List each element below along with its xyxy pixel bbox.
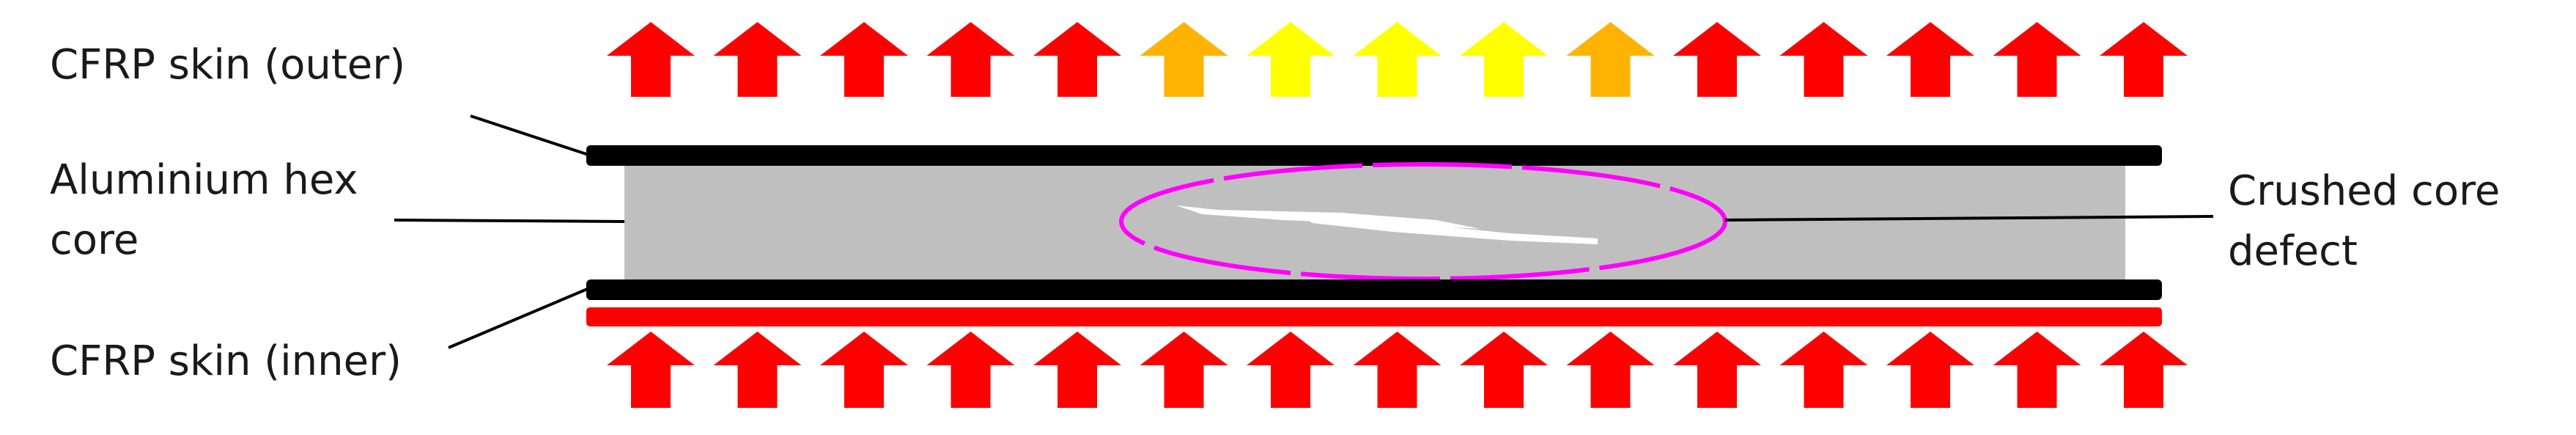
up-arrow-icon (1779, 22, 1868, 97)
up-arrow-icon (1673, 332, 1761, 408)
core-label-line-1: Aluminium hex (50, 156, 358, 204)
up-arrow-icon (1566, 22, 1655, 97)
inner-skin-label: CFRP skin (inner) (50, 332, 402, 392)
up-arrow-icon (1673, 22, 1761, 97)
up-arrow-icon (1033, 332, 1121, 408)
outer-skin-layer (586, 145, 2162, 166)
up-arrow-icon (1993, 332, 2081, 408)
up-arrow-icon (1460, 22, 1548, 97)
outer-skin-label-text: CFRP skin (outer) (50, 41, 406, 89)
inner-skin-leader-line (448, 286, 591, 349)
defect-leader-line (1724, 215, 2214, 222)
up-arrow-icon (713, 332, 802, 408)
up-arrow-icon (1886, 22, 1974, 97)
up-arrow-icon (607, 22, 695, 97)
up-arrow-icon (1460, 332, 1548, 408)
up-arrow-icon (926, 22, 1015, 97)
up-arrow-icon (2100, 22, 2188, 97)
core-label: Aluminium hex core (50, 150, 358, 271)
defect-label-line-2: defect (2228, 227, 2358, 275)
core-leader-line (394, 219, 625, 223)
up-arrow-icon (1140, 332, 1228, 408)
up-arrow-icon (1353, 22, 1442, 97)
inner-skin-layer (586, 279, 2162, 300)
up-arrow-icon (1993, 22, 2081, 97)
defect-label-line-1: Crushed core (2228, 167, 2501, 215)
up-arrow-icon (607, 332, 695, 408)
bottom-heat-arrows (607, 332, 2188, 408)
crushed-core-streak (1304, 216, 1598, 244)
up-arrow-icon (926, 332, 1015, 408)
inner-skin-label-text: CFRP skin (inner) (50, 337, 402, 385)
up-arrow-icon (1886, 332, 1974, 408)
up-arrow-icon (1140, 22, 1228, 97)
up-arrow-icon (820, 332, 908, 408)
up-arrow-icon (1247, 22, 1335, 97)
up-arrow-icon (713, 22, 802, 97)
top-heat-arrows (607, 22, 2188, 97)
up-arrow-icon (1247, 332, 1335, 408)
up-arrow-icon (1779, 332, 1868, 408)
outer-skin-label: CFRP skin (outer) (50, 35, 405, 95)
heater-strip (586, 307, 2162, 326)
defect-outline (1119, 162, 1727, 281)
defect-label: Crushed core defect (2228, 161, 2500, 282)
up-arrow-icon (1353, 332, 1442, 408)
up-arrow-icon (1033, 22, 1121, 97)
up-arrow-icon (1566, 332, 1655, 408)
up-arrow-icon (820, 22, 908, 97)
core-label-line-2: core (50, 216, 139, 264)
outer-skin-leader-line (470, 114, 591, 157)
up-arrow-icon (2100, 332, 2188, 408)
